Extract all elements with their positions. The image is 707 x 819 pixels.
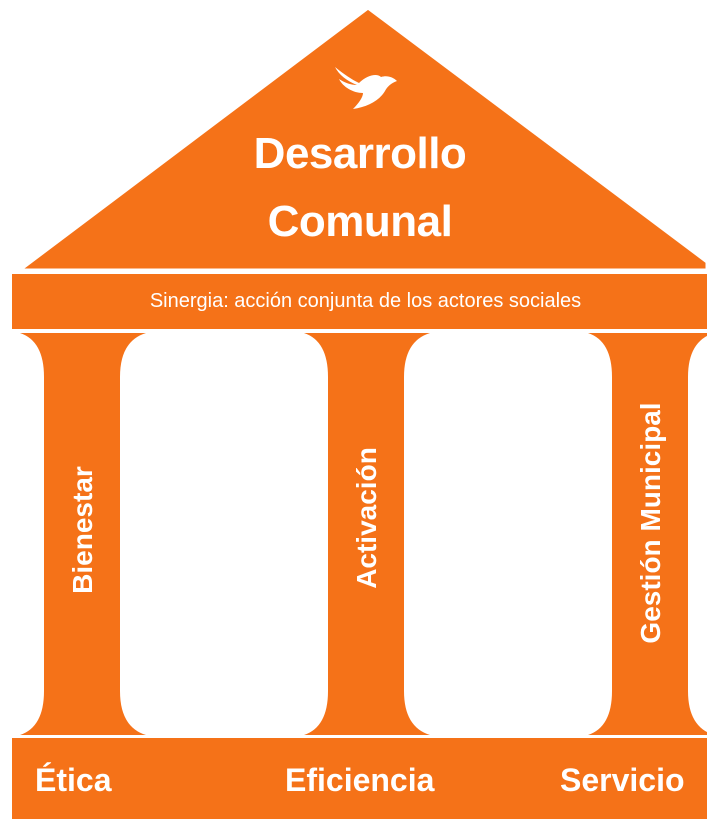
pillar-activacion <box>304 333 430 735</box>
base-label-servicio: Servicio <box>560 762 685 798</box>
beam-banner: Sinergia: acción conjunta de los actores… <box>12 274 707 329</box>
dove-icon <box>335 67 397 109</box>
diagram-title-line1: Desarrollo <box>253 129 467 178</box>
beam-text: Sinergia: acción conjunta de los actores… <box>149 290 582 312</box>
base-foundation <box>12 738 707 819</box>
base-label-etica: Ética <box>35 762 112 798</box>
diagram-title-line2: Comunal <box>267 197 453 246</box>
pillar-gestion-municipal <box>588 333 707 735</box>
pillar-label-gestion-municipal: Gestión Municipal <box>635 402 666 644</box>
base-label-eficiencia: Eficiencia <box>285 762 435 798</box>
pillar-bienestar <box>20 333 146 735</box>
pillar-label-bienestar: Bienestar <box>67 466 98 594</box>
pillar-label-activacion: Activación <box>351 447 382 589</box>
roof-pediment <box>17 6 707 270</box>
